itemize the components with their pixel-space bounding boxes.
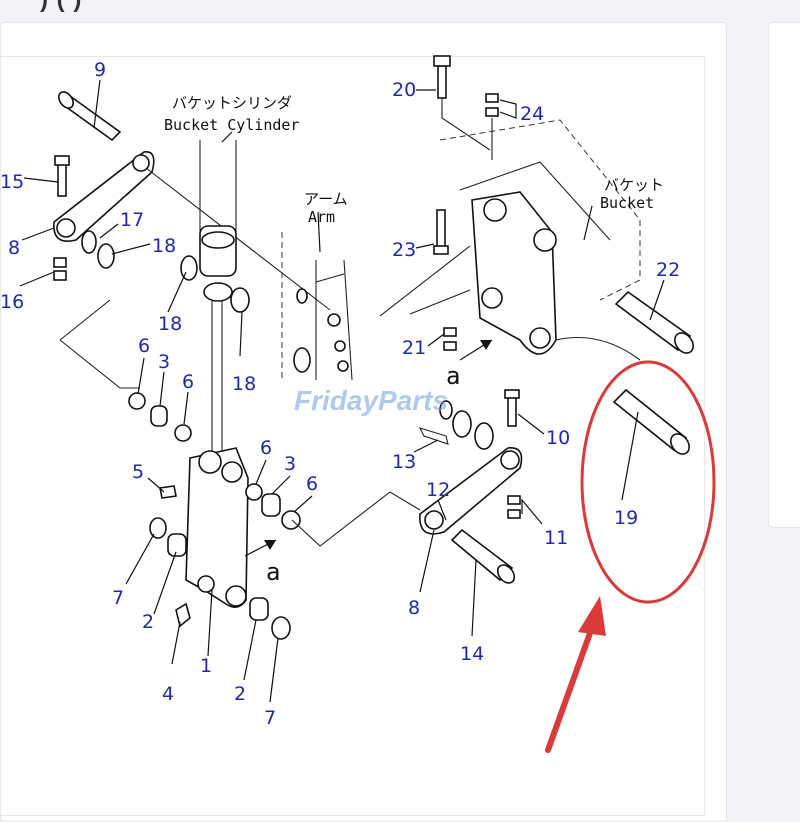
nut-21b — [443, 341, 457, 351]
label-bucket-cylinder-jp: バケットシリンダ — [172, 94, 292, 112]
seal-6c — [245, 483, 263, 501]
callout-20: 20 — [392, 79, 416, 101]
seal-7a — [149, 517, 167, 539]
callout-18-upper: 18 — [152, 235, 176, 257]
washer-18c — [230, 287, 250, 313]
callout-23: 23 — [392, 239, 416, 261]
washer-13b — [474, 422, 494, 450]
nut-24b — [485, 107, 499, 117]
link-1 — [185, 447, 249, 608]
arm — [281, 232, 353, 382]
callout-1: 1 — [200, 655, 212, 677]
grease-fitting-5 — [159, 485, 177, 499]
callout-10: 10 — [546, 427, 570, 449]
nut-24a — [485, 93, 499, 103]
bolt-10 — [504, 389, 520, 427]
shim-13 — [418, 427, 449, 445]
parts-diagram: バケットシリンダ Bucket Cylinder アーム Arm バケット Bu… — [0, 55, 716, 753]
highlight-circle — [580, 360, 716, 604]
callout-5: 5 — [132, 461, 144, 483]
callout-3-b: 3 — [284, 453, 296, 475]
callout-3-a: 3 — [158, 351, 170, 373]
callout-8-lower: 8 — [408, 597, 420, 619]
pin-9 — [58, 91, 122, 142]
callout-16: 16 — [0, 291, 24, 313]
washer-13a — [452, 410, 472, 438]
callout-13: 13 — [392, 451, 416, 473]
watermark-logo: FridayParts — [294, 385, 448, 416]
callout-21: 21 — [402, 337, 426, 359]
callout-22: 22 — [656, 259, 680, 281]
nut-11a — [507, 495, 521, 505]
grease-fitting-4 — [175, 602, 191, 628]
highlight-arrow-head — [578, 596, 606, 636]
pin-14 — [450, 528, 516, 584]
link-12 — [419, 447, 523, 535]
callout-4: 4 — [162, 683, 174, 705]
nut-13 — [439, 400, 453, 420]
label-arm-jp: アーム — [304, 190, 348, 208]
bolt-20 — [433, 55, 451, 99]
pin-19 — [612, 388, 690, 455]
pin-22 — [614, 290, 694, 354]
callout-6-c: 6 — [260, 437, 272, 459]
marker-a-left: a — [266, 558, 280, 586]
callout-14: 14 — [460, 643, 484, 665]
seal-7b — [271, 616, 291, 640]
callout-18-lower: 18 — [232, 373, 256, 395]
callout-24: 24 — [520, 103, 544, 125]
side-panel — [768, 22, 800, 528]
callout-7-right: 7 — [264, 707, 276, 729]
callout-6-b: 6 — [182, 371, 194, 393]
label-bucket-en: Bucket — [600, 194, 654, 212]
seal-6b — [174, 424, 192, 442]
bucket — [439, 119, 641, 361]
bolt-23 — [433, 209, 449, 255]
page-top-strip: ) ( ) — [0, 0, 800, 20]
bushing-2a — [167, 533, 187, 557]
washer-17 — [81, 230, 97, 254]
nut-11b — [507, 509, 521, 519]
highlight-arrow-shaft — [545, 619, 597, 753]
bushing-2b — [249, 597, 269, 621]
label-bucket-jp: バケット — [604, 176, 664, 194]
bushing-3a — [150, 405, 168, 427]
callout-9: 9 — [94, 59, 106, 81]
callout-6-a: 6 — [138, 335, 150, 357]
callout-15: 15 — [0, 171, 24, 193]
callout-17: 17 — [120, 209, 144, 231]
callout-7-left: 7 — [112, 587, 124, 609]
page-heading: ) ( ) — [40, 0, 82, 14]
label-bucket-cylinder-en: Bucket Cylinder — [164, 116, 299, 134]
callout-12: 12 — [426, 479, 450, 501]
bolt-15 — [54, 155, 70, 197]
callout-2-left: 2 — [142, 611, 154, 633]
link-8-upper — [53, 151, 155, 242]
callout-2-right: 2 — [234, 683, 246, 705]
callout-8-upper: 8 — [8, 237, 20, 259]
marker-a-right: a — [446, 362, 460, 390]
callout-6-d: 6 — [306, 473, 318, 495]
leader-lines — [19, 79, 665, 703]
callout-18-mid: 18 — [158, 313, 182, 335]
callout-11: 11 — [544, 527, 568, 549]
seal-6a — [128, 392, 146, 410]
washer-18a — [97, 243, 115, 269]
bushing-3b — [261, 493, 281, 517]
label-arm-en: Arm — [308, 208, 335, 226]
callout-19: 19 — [614, 507, 638, 529]
nut-21a — [443, 327, 457, 337]
nuts-16 — [53, 257, 67, 281]
seal-6d — [281, 510, 301, 530]
